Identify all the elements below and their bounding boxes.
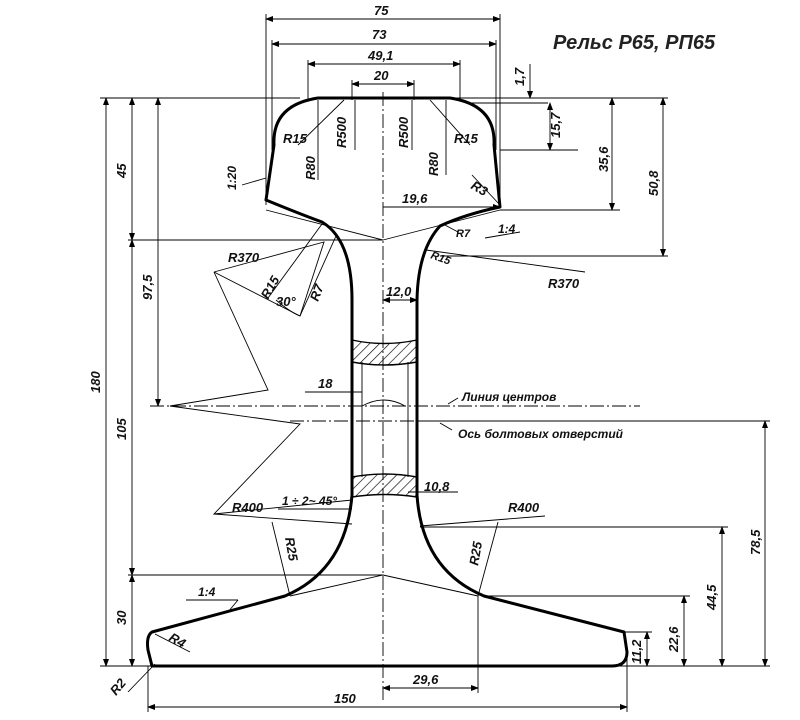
chamfer-note: 1 ÷ 2~ 45° [282, 494, 337, 508]
bolt-hole-lower-hatch [351, 473, 418, 498]
dim-445: 44,5 [704, 584, 719, 611]
rail-outline [146, 96, 629, 668]
radius-r370a: R370 [228, 250, 260, 265]
leader-r15b [429, 99, 471, 146]
slope-1-20: 1:20 [225, 166, 239, 190]
dim-120: 12,0 [386, 284, 412, 299]
leader-r25b [477, 521, 499, 597]
bolt-hole-upper-hatch [351, 339, 418, 366]
dim-157: 15,7 [548, 112, 563, 138]
head-slope-left [265, 209, 384, 241]
radius-r15a: R15 [283, 131, 308, 146]
dim-108: 10,8 [424, 479, 450, 494]
center-line-leader [447, 397, 459, 405]
foot-slope-right [382, 574, 479, 597]
dim-75: 75 [374, 3, 389, 18]
bolt-axis-leader [439, 422, 453, 431]
radius-r80a: R80 [303, 155, 318, 180]
leader-r25a [271, 521, 291, 597]
foot-slope-right-ext [483, 595, 626, 633]
head-slope-right [382, 209, 501, 241]
dim-180: 180 [88, 371, 103, 393]
radius-r25a: R25 [282, 536, 301, 563]
radius-r3: R3 [469, 178, 492, 200]
leader-r4 [154, 633, 191, 653]
leader-r400b [419, 515, 546, 527]
dim-975: 97,5 [140, 274, 155, 300]
dim-196: 19,6 [402, 191, 428, 206]
slope-1-4b-tick [227, 599, 239, 613]
radius-r400b: R400 [508, 500, 540, 515]
dim-112: 11,2 [629, 639, 644, 664]
dim-296: 29,6 [412, 672, 439, 687]
radius-r15b: R15 [454, 131, 479, 146]
leader-r15a [297, 99, 345, 146]
leader-r7a [442, 223, 459, 233]
bolt-axis-label: Ось болтовых отверстий [458, 427, 624, 441]
radius-r2: R2 [107, 675, 130, 698]
dim-356: 35,6 [596, 146, 611, 172]
drawing-title: Рельс Р65, РП65 [553, 32, 716, 54]
dim-508: 50,8 [646, 170, 661, 196]
dim-150: 150 [334, 691, 356, 706]
leader-r15c [267, 223, 323, 299]
dim-line-18-arc [361, 399, 406, 407]
dim-491: 49,1 [367, 48, 393, 63]
radius-r400a: R400 [232, 500, 264, 515]
radius-r7b: R7 [307, 282, 327, 303]
leader-r400a [213, 513, 353, 525]
dim-785: 78,5 [748, 529, 763, 555]
leader-left-neck-triangle [213, 241, 325, 317]
angle-arc-30 [275, 299, 301, 317]
dim-73: 73 [372, 27, 387, 42]
leader-r370b [425, 249, 586, 273]
dim-45: 45 [114, 163, 129, 179]
radius-r500b: R500 [396, 116, 411, 148]
dim-30: 30 [114, 610, 129, 625]
dim-18: 18 [318, 376, 333, 391]
zigzag-construction [169, 271, 353, 515]
radius-r4: R4 [167, 630, 190, 652]
foot-slope-left [289, 574, 384, 597]
leader-r2 [127, 663, 156, 693]
leader-r3 [471, 174, 501, 206]
slope-1-4b: 1:4 [198, 585, 216, 599]
dim-17: 1,7 [512, 67, 527, 86]
slope-1-4a-leader [484, 231, 521, 239]
dim-105: 105 [114, 418, 129, 440]
radius-r80b: R80 [426, 151, 441, 176]
radius-r25b: R25 [466, 540, 485, 567]
leader-1-20 [241, 177, 267, 186]
leader-r7b [299, 235, 337, 317]
radius-r500a: R500 [334, 116, 349, 148]
radius-r7a: R7 [456, 228, 471, 240]
radius-r370b: R370 [548, 276, 580, 291]
dim-20: 20 [373, 68, 389, 83]
dim-226: 22,6 [666, 626, 681, 653]
center-line-label: Линия центров [461, 390, 556, 404]
slope-1-4a: 1:4 [498, 222, 516, 236]
angle-30: 30° [276, 294, 296, 309]
